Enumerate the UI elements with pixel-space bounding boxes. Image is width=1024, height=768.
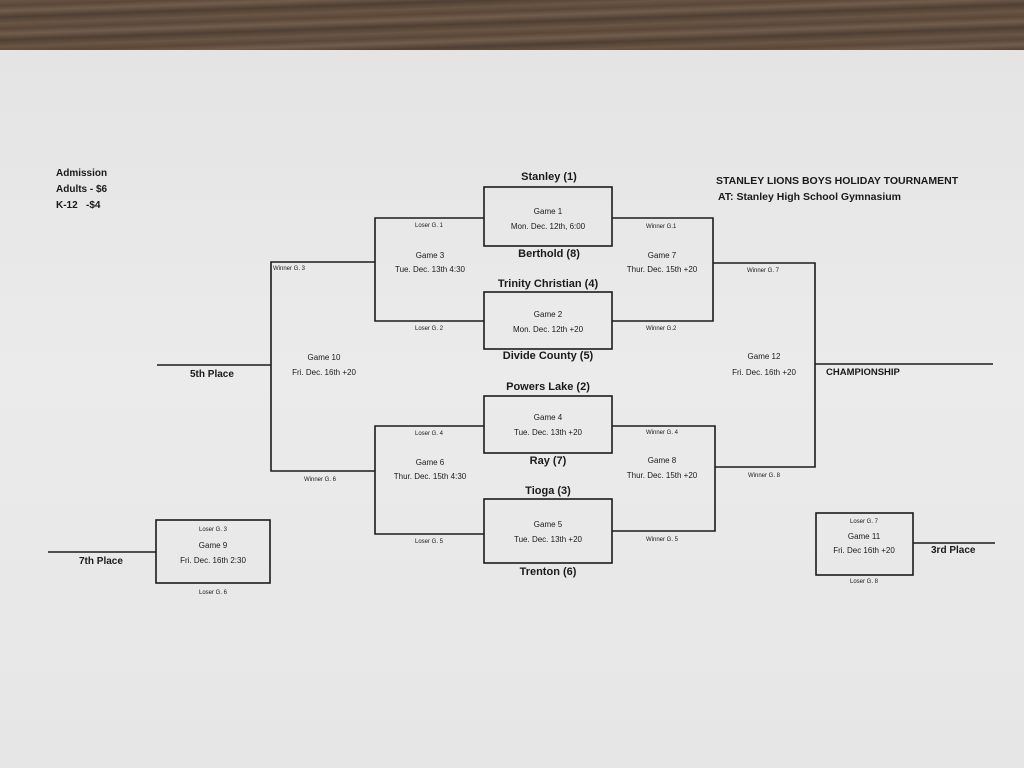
label-winner-g1: Winner G.1 [646,224,677,230]
championship-label: CHAMPIONSHIP [826,367,900,378]
game12-name: Game 12 [747,352,781,361]
game6-name: Game 6 [415,458,445,467]
label-winner-g2: Winner G.2 [646,326,677,332]
game1-box [483,186,613,247]
game11-box [815,512,914,576]
game9-name: Game 9 [198,541,228,550]
label-winner-g3: Winner G. 3 [273,266,306,272]
game5-name: Game 5 [533,520,563,529]
game2-name: Game 2 [533,310,563,319]
game12-time: Fri. Dec. 16th +20 [732,368,796,377]
label-winner-g7: Winner G. 7 [747,268,780,274]
game9-loser-g6: Loser G. 6 [198,590,228,596]
label-winner-g5: Winner G. 5 [646,537,679,543]
team-divide-county: Divide County (5) [502,350,594,362]
game7-bracket [612,217,714,322]
game7-name: Game 7 [647,251,677,260]
game9-loser-g3: Loser G. 3 [198,527,228,533]
label-loser-g5: Loser G. 5 [415,539,444,545]
game8-bracket [612,425,716,532]
bracket-paper-sheet [0,50,1024,768]
third-place-label: 3rd Place [931,545,976,556]
game4-time: Tue. Dec. 13th +20 [514,428,582,437]
label-loser-g2: Loser G. 2 [415,326,444,332]
team-berthold: Berthold (8) [518,248,580,260]
game5-box [483,498,613,564]
team-trenton: Trenton (6) [519,566,577,578]
team-stanley: Stanley (1) [521,171,577,183]
label-winner-g4: Winner G. 4 [646,430,679,436]
game3-name: Game 3 [415,251,445,260]
team-ray: Ray (7) [529,455,567,467]
game8-time: Thur. Dec. 15th +20 [626,471,698,480]
game11-loser-g7: Loser G. 7 [849,519,879,525]
game1-time: Mon. Dec. 12th, 6:00 [510,222,586,231]
game8-name: Game 8 [647,456,677,465]
game12-bracket [713,262,816,468]
team-tioga: Tioga (3) [525,485,571,497]
game3-bracket [374,217,484,322]
admission-k12: K-12 -$4 [56,200,101,211]
game9-time: Fri. Dec. 16th 2:30 [180,556,246,565]
game11-time: Fri. Dec 16th +20 [833,546,895,555]
game4-box [483,395,613,454]
game10-name: Game 10 [307,353,341,362]
tournament-venue: AT: Stanley High School Gymnasium [718,191,902,203]
game2-time: Mon. Dec. 12th +20 [512,325,584,334]
game6-bracket [374,425,484,535]
seventh-place-label: 7th Place [79,556,123,567]
label-loser-g4: Loser G. 4 [415,431,444,437]
game11-loser-g8: Loser G. 8 [849,579,879,585]
label-loser-g1: Loser G. 1 [415,223,444,229]
fifth-place-label: 5th Place [190,369,234,380]
label-winner-g6: Winner G. 6 [304,477,337,483]
admission-adults: Adults - $6 [56,184,108,195]
admission-title: Admission [56,168,108,179]
game1-name: Game 1 [533,207,563,216]
game3-time: Tue. Dec. 13th 4:30 [395,265,465,274]
game4-name: Game 4 [533,413,563,422]
game10-bracket [270,261,375,472]
tournament-title: STANLEY LIONS BOYS HOLIDAY TOURNAMENT [716,175,959,187]
game5-time: Tue. Dec. 13th +20 [514,535,582,544]
game10-time: Fri. Dec. 16th +20 [292,368,356,377]
game6-time: Thur. Dec. 15th 4:30 [393,472,467,481]
game11-name: Game 11 [847,532,881,541]
team-trinity-christian: Trinity Christian (4) [497,278,599,290]
game2-box [483,291,613,350]
team-powers-lake: Powers Lake (2) [506,381,590,393]
game7-time: Thur. Dec. 15th +20 [626,265,698,274]
label-winner-g8: Winner G. 8 [748,473,781,479]
